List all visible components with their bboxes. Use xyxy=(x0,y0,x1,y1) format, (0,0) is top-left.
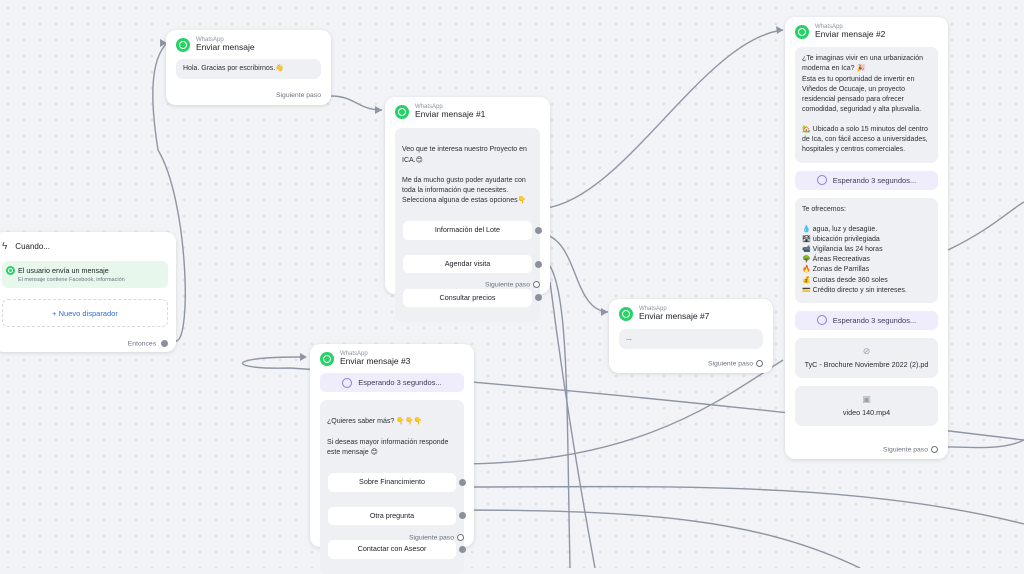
clock-icon xyxy=(342,378,352,388)
connector-ring[interactable] xyxy=(533,281,540,288)
node-send-message-3[interactable]: WhatsApp Enviar mensaje #3 Esperando 3 s… xyxy=(310,344,474,547)
wait-label: Esperando 3 segundos... xyxy=(358,378,441,387)
connector-ring[interactable] xyxy=(931,446,938,453)
attachment-icon: ⊘ xyxy=(863,346,871,357)
trigger-event-sub: El mensaje contiene Facebook, informació… xyxy=(18,277,168,283)
trigger-event-label: El usuario envía un mensaje xyxy=(18,266,168,275)
option-button[interactable]: Consultar precios xyxy=(403,289,532,307)
option-label: Consultar precios xyxy=(440,293,496,302)
whatsapp-icon xyxy=(6,266,15,275)
node-send-message[interactable]: WhatsApp Enviar mensaje Hola. Gracias po… xyxy=(166,30,331,105)
message-bubble[interactable]: Hola. Gracias por escribirnos.👋 xyxy=(176,59,321,79)
message-text: ¿Quieres saber más? 👇👇👇 Si deseas mayor … xyxy=(324,417,460,458)
connector-dot[interactable] xyxy=(161,340,168,347)
message-bubble[interactable]: ¿Quieres saber más? 👇👇👇 Si deseas mayor … xyxy=(320,400,464,574)
node-title: Enviar mensaje #7 xyxy=(639,312,709,321)
option-label: Otra pregunta xyxy=(370,511,414,520)
node-title: Enviar mensaje #2 xyxy=(815,30,885,39)
clock-icon xyxy=(817,315,827,325)
connector-ring[interactable] xyxy=(457,534,464,541)
whatsapp-icon xyxy=(395,105,409,119)
option-label: Información del Lote xyxy=(435,225,500,234)
whatsapp-icon xyxy=(795,25,809,39)
connector-dot[interactable] xyxy=(459,546,466,553)
option-button[interactable]: Contactar con Asesor xyxy=(328,540,456,558)
trigger-card[interactable]: ϟ Cuando... El usuario envía un mensaje … xyxy=(0,232,176,352)
wait-label: Esperando 3 segundos... xyxy=(833,316,916,325)
connector-dot[interactable] xyxy=(535,261,542,268)
node-title: Enviar mensaje #1 xyxy=(415,110,485,119)
message-bubble[interactable]: Veo que te interesa nuestro Proyecto en … xyxy=(395,128,540,322)
connector-dot[interactable] xyxy=(459,512,466,519)
message-bubble[interactable]: Te ofrecemos: 💧 agua, luz y desagüe. 🛣 u… xyxy=(795,198,938,303)
message-bubble[interactable]: ... xyxy=(619,329,763,349)
lightning-icon: ϟ xyxy=(2,241,7,252)
next-step-label: Siguiente paso xyxy=(485,281,530,288)
then-label: Entonces xyxy=(128,340,156,347)
option-label: Agendar visita xyxy=(445,259,491,268)
wait-step[interactable]: Esperando 3 segundos... xyxy=(795,171,938,190)
node-title: Enviar mensaje xyxy=(196,43,255,52)
wait-step[interactable]: Esperando 3 segundos... xyxy=(320,373,464,392)
node-send-message-2[interactable]: WhatsApp Enviar mensaje #2 ¿Te imaginas … xyxy=(785,17,948,459)
video-attachment[interactable]: ▣ video 140.mp4 xyxy=(795,386,938,426)
connector-dot[interactable] xyxy=(535,227,542,234)
next-step-label: Siguiente paso xyxy=(409,534,454,541)
file-name: video 140.mp4 xyxy=(843,408,890,417)
whatsapp-icon xyxy=(176,38,190,52)
node-send-message-7[interactable]: WhatsApp Enviar mensaje #7 ... Siguiente… xyxy=(609,299,773,373)
next-step-label: Siguiente paso xyxy=(883,446,928,453)
option-button[interactable]: Sobre Financimiento xyxy=(328,473,456,491)
message-text: Veo que te interesa nuestro Proyecto en … xyxy=(399,145,536,206)
add-trigger-button[interactable]: + Nuevo disparador xyxy=(2,299,168,327)
trigger-event[interactable]: El usuario envía un mensaje El mensaje c… xyxy=(2,261,168,288)
next-step-label: Siguiente paso xyxy=(708,360,753,367)
wait-label: Esperando 3 segundos... xyxy=(833,176,916,185)
connector-dot[interactable] xyxy=(459,479,466,486)
option-button[interactable]: Otra pregunta xyxy=(328,507,456,525)
option-button[interactable]: Información del Lote xyxy=(403,221,532,239)
next-step-label: Siguiente paso xyxy=(276,92,321,99)
video-icon: ▣ xyxy=(862,394,871,405)
option-label: Contactar con Asesor xyxy=(358,544,427,553)
wait-step[interactable]: Esperando 3 segundos... xyxy=(795,311,938,330)
message-bubble[interactable]: ¿Te imaginas vivir en una urbanización m… xyxy=(795,47,938,162)
option-button[interactable]: Agendar visita xyxy=(403,255,532,273)
clock-icon xyxy=(817,175,827,185)
trigger-title: Cuando... xyxy=(15,242,50,251)
node-send-message-1[interactable]: WhatsApp Enviar mensaje #1 Veo que te in… xyxy=(385,97,550,294)
whatsapp-icon xyxy=(320,352,334,366)
whatsapp-icon xyxy=(619,307,633,321)
file-name: TyC - Brochure Noviembre 2022 (2).pd xyxy=(805,360,929,369)
option-label: Sobre Financimiento xyxy=(359,477,425,486)
connector-ring[interactable] xyxy=(756,360,763,367)
file-attachment[interactable]: ⊘ TyC - Brochure Noviembre 2022 (2).pd xyxy=(795,338,938,378)
node-title: Enviar mensaje #3 xyxy=(340,357,410,366)
